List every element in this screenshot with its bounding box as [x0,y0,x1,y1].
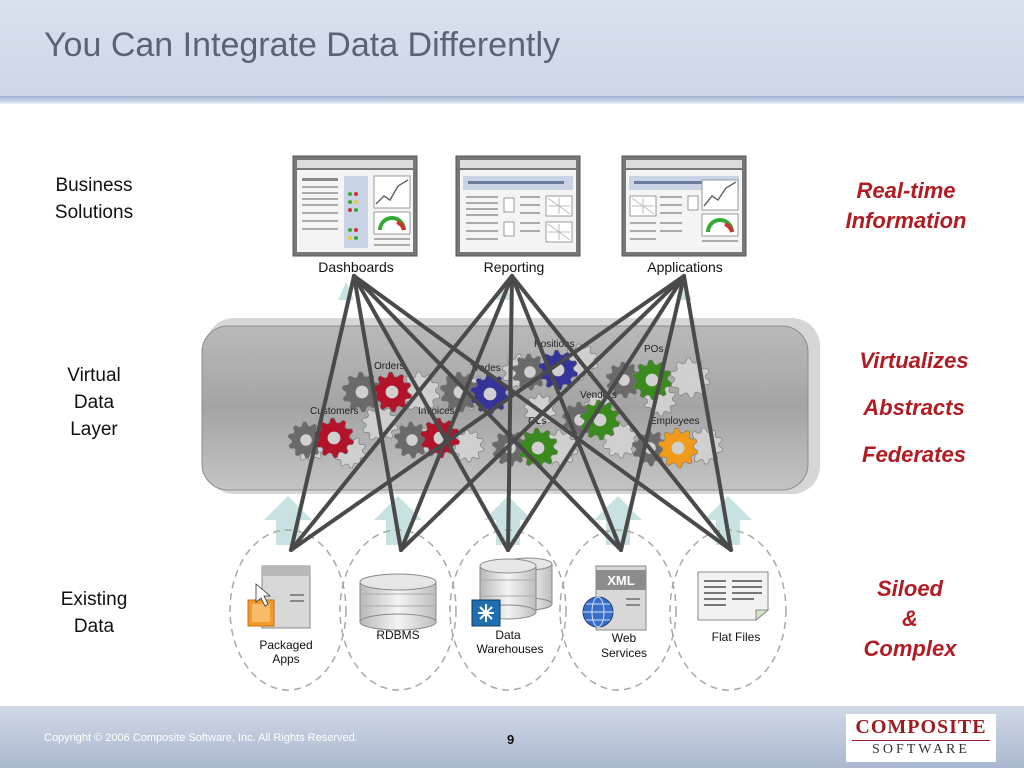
source-circle [559,529,677,691]
gear-label-customers: Customers [310,406,358,417]
data-warehouses-icon [471,557,553,627]
connector-line [506,274,686,552]
gear-label-employees: Employees [650,416,699,427]
business-solutions-line-2: Solutions [54,202,134,223]
connector-line [506,274,514,552]
rdbms-icon [359,573,437,631]
business-solutions-label: Business Solutions [34,172,154,226]
xml-badge: XML [607,573,635,588]
connector-line [352,274,403,552]
web-services-icon: XML [582,565,647,631]
composite-software-logo: COMPOSITE SOFTWARE [846,714,996,762]
virtual-data-layer-line-2: Data [73,392,115,413]
page-number: 9 [507,732,515,747]
connector-line [510,274,733,552]
gear-icon-pos-hub [645,373,659,387]
connector-lines [289,274,733,552]
abstracts-label: Abstracts [863,395,965,420]
realtime-line-1: Real-time [856,178,956,203]
connector-line [289,274,514,552]
data-warehouses-label-2: Warehouses [477,642,544,656]
applications-label: Applications [647,259,723,275]
source-circles [229,529,787,691]
gear-icon-dark-hub [524,366,536,378]
packaged-apps-label-1: Packaged [259,638,312,652]
gear-icon-vendors-hub [593,413,607,427]
gear-icon-grey-hub [699,440,711,452]
gear-icon-grey-hub [462,440,474,452]
flat-files-icon [697,571,770,622]
virtualizes-label: Virtualizes [859,348,969,373]
connector-line [619,274,686,552]
reporting-label: Reporting [484,259,545,275]
gear-label-gls: GLs [528,416,546,427]
gear-icon-grey-hub [614,434,626,446]
title-divider [0,96,1024,104]
gear-icon-dark-hub [300,434,312,446]
slide-title: You Can Integrate Data Differently [44,26,560,64]
connector-line [352,274,733,552]
realtime-line-2: Information [845,208,967,233]
gear-icon-gls-hub [531,441,545,455]
realtime-information-label: Real-time Information [826,176,986,236]
gear-icon-trades-hub [483,387,497,401]
source-circle [229,529,347,691]
gear-icon-grey-hub [683,371,697,385]
connector-line [289,274,356,552]
virtual-data-layer-line-3: Layer [70,419,118,440]
existing-data-line-1: Existing [60,589,128,610]
gear-label-trades: Trades [470,363,501,374]
federates-label: Federates [862,442,966,467]
virtual-data-layer-line-1: Virtual [67,365,121,386]
flat-files-label: Flat Files [712,630,761,644]
connector-line [682,274,733,552]
connector-line [352,274,623,552]
copyright-text: Copyright © 2006 Composite Software, Inc… [44,732,358,744]
siloed-complex-label: Siloed & Complex [830,574,990,664]
gear-label-vendors: Vendors [580,390,617,401]
gear-icon-customers-hub [327,431,341,445]
gear-icon-dark-hub [355,385,369,399]
business-solutions-line-1: Business [55,175,133,196]
gear-label-orders: Orders [374,361,405,372]
data-warehouses-label-1: Data [495,628,521,642]
logo-divider [852,740,990,741]
web-services-label-2: Services [601,646,647,660]
siloed-line-1: Siloed [876,576,943,601]
gear-icon-employees-hub [671,441,685,455]
gear-icon-orders-hub [385,385,399,399]
packaged-apps-label-2: Apps [272,652,299,666]
title-bar [0,0,1024,98]
dashboards-screen-icon [292,155,418,257]
rdbms-label: RDBMS [376,628,419,642]
siloed-line-3: Complex [863,636,957,661]
up-arrow [264,496,312,545]
connector-line [399,274,514,552]
reporting-screen-icon [455,155,581,257]
siloed-line-2: & [902,606,918,631]
packaged-apps-icon [247,565,311,629]
gear-label-invoices: Invoices [418,406,455,417]
existing-data-label: Existing Data [34,586,154,640]
gear-icon-dark-hub [406,434,418,446]
connector-line [510,274,623,552]
existing-data-line-2: Data [73,616,115,637]
web-services-label-1: Web [612,631,637,645]
applications-screen-icon [621,155,747,257]
gear-label-positions: Positions [534,339,575,350]
connector-line [352,274,510,552]
virtual-data-layer-label: Virtual Data Layer [34,362,154,443]
gear-label-pos: POs [644,344,663,355]
logo-bottom-text: SOFTWARE [872,742,970,757]
logo-top-text: COMPOSITE [855,716,987,738]
dashboards-label: Dashboards [318,259,394,275]
